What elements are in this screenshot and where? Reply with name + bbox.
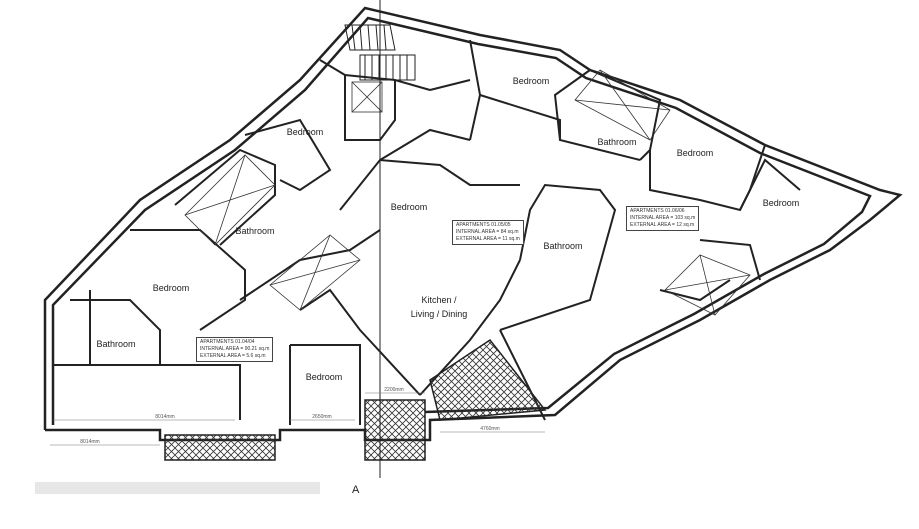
- void-markers: [184, 69, 751, 316]
- section-marker: A: [352, 484, 360, 496]
- room-label-bedroom-7: Bedroom: [305, 372, 343, 382]
- area-note-1: APARTMENTS 01.04/04 INTERNAL AREA = 90.2…: [196, 337, 274, 362]
- room-label-bedroom-3: Bedroom: [676, 148, 714, 158]
- dimension-label: 8014mm: [155, 414, 175, 420]
- room-label-bathroom-1: Bathroom: [597, 137, 637, 147]
- area-note-3: APARTMENTS 01.06/06 INTERNAL AREA = 103 …: [626, 206, 700, 231]
- area-note-2: APARTMENTS 01.05/05 INTERNAL AREA = 84 s…: [452, 220, 524, 245]
- terraces: [164, 338, 547, 461]
- dimension-label: 2200mm: [384, 387, 404, 393]
- title-block: [35, 482, 320, 494]
- area-note-3-apartment: APARTMENTS 01.06/06: [630, 208, 685, 214]
- room-label-bathroom-4: Bathroom: [96, 339, 136, 349]
- area-note-2-apartment: APARTMENTS 01.05/05: [456, 222, 511, 228]
- room-label-bedroom-4: Bedroom: [390, 202, 428, 212]
- area-note-2-internal: INTERNAL AREA = 84 sq.m: [456, 229, 519, 235]
- room-label-bathroom-3: Bathroom: [543, 241, 583, 251]
- exterior-walls: [43, 6, 903, 442]
- staircase: [344, 24, 416, 81]
- area-note-1-external: EXTERNAL AREA = 5.6 sq.m: [200, 353, 266, 359]
- dimension-label: 2650mm: [312, 414, 332, 420]
- room-label-bathroom-2: Bathroom: [235, 226, 275, 236]
- room-label-kitchen: Kitchen / Living / Dining: [410, 295, 468, 319]
- room-label-bedroom-6: Bedroom: [152, 283, 190, 293]
- area-note-2-external: EXTERNAL AREA = 11 sq.m: [456, 236, 520, 242]
- dimension-lines: [50, 392, 545, 446]
- area-note-1-internal: INTERNAL AREA = 90.21 sq.m: [200, 346, 270, 352]
- interior-walls: [53, 39, 801, 425]
- area-note-3-external: EXTERNAL AREA = 12 sq.m: [630, 222, 695, 228]
- dimension-label: 8014mm: [80, 439, 100, 445]
- area-note-3-internal: INTERNAL AREA = 103 sq.m: [630, 215, 696, 221]
- dimension-label: 4760mm: [480, 426, 500, 432]
- room-label-bedroom-5: Bedroom: [762, 198, 800, 208]
- room-label-bedroom-2: Bedroom: [286, 127, 324, 137]
- area-note-1-apartment: APARTMENTS 01.04/04: [200, 339, 255, 345]
- room-label-bedroom-1: Bedroom: [512, 76, 550, 86]
